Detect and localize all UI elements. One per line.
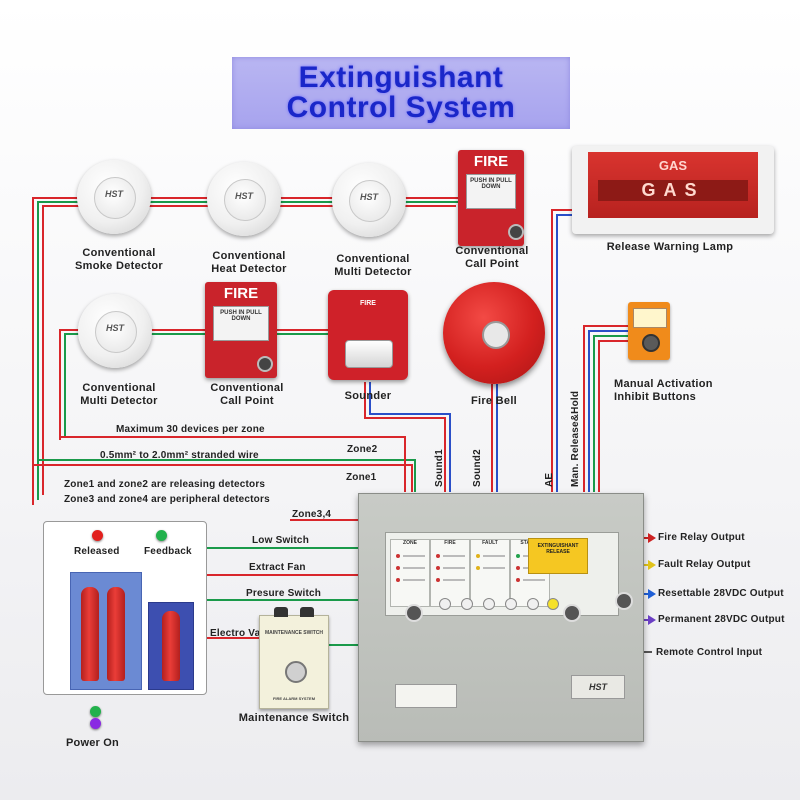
output-arrow-icon: [648, 589, 656, 599]
sounder-label: Sounder: [344, 390, 392, 402]
title-panel: Extinguishant Control System: [232, 57, 570, 129]
power-on-label: Power On: [66, 737, 119, 749]
maintenance-key-switch[interactable]: [285, 661, 307, 683]
key-icon: [257, 356, 273, 372]
sounder-face-text: FIRE: [360, 300, 376, 307]
note-cable: 0.5mm² to 2.0mm² stranded wire: [100, 450, 259, 461]
panel-key-right-icon[interactable]: [563, 604, 581, 622]
power-led-green: [90, 706, 101, 717]
model-plate: [395, 684, 457, 708]
maintenance-switch-label: Maintenance Switch: [238, 712, 350, 724]
wire-label-sound1: Sound1: [434, 449, 445, 487]
output-arrow-icon: [648, 533, 656, 543]
fire-bell-label: Fire Bell: [470, 395, 518, 407]
lamp-text-top: GAS: [658, 158, 688, 173]
wire-label-sound2: Sound2: [472, 449, 483, 487]
multi-detector-bottom: HST: [78, 294, 152, 368]
inhibit-button[interactable]: [642, 334, 660, 352]
release-lamp-label: Release Warning Lamp: [606, 241, 734, 253]
power-led-purple: [90, 718, 101, 729]
input-remote-control: Remote Control Input: [656, 647, 763, 658]
title-line-1: Extinguishant: [298, 61, 504, 94]
panel-button-1[interactable]: [439, 598, 451, 610]
call-point-bottom: FIRE PUSH IN PULL DOWN: [205, 282, 277, 378]
output-arrow-icon: [648, 560, 656, 570]
wire-label-man-release: Man. Release&Hold: [570, 390, 581, 487]
wire-label-electro-valve: Electro Valve: [210, 628, 275, 639]
key-icon: [508, 224, 524, 240]
detector-brand: HST: [105, 189, 123, 199]
control-panel: ZONE FIRE FAULT STATUS EXTINGUISHANT REL…: [358, 493, 644, 742]
panel-key-left-icon[interactable]: [405, 604, 423, 622]
detector-brand: HST: [235, 191, 253, 201]
output-permanent: Permanent 28VDC Output: [658, 614, 785, 625]
lamp-text-main: GAS: [598, 180, 748, 201]
cylinder-rack: [70, 572, 142, 690]
control-panel-front: ZONE FIRE FAULT STATUS: [385, 532, 619, 616]
panel-button-2[interactable]: [461, 598, 473, 610]
maint-plate-top: MAINTENANCE SWITCH: [264, 630, 324, 636]
panel-button-5[interactable]: [527, 598, 539, 610]
released-label: Released: [74, 546, 120, 557]
fire-bell: [443, 282, 545, 384]
output-fault-relay: Fault Relay Output: [658, 559, 751, 570]
call-point-fire-text: FIRE: [223, 285, 259, 302]
call-point-glass: PUSH IN PULL DOWN: [466, 174, 516, 209]
released-led: [92, 530, 103, 541]
maintenance-switch-box: MAINTENANCE SWITCH FIRE ALARM SYSTEM: [259, 607, 329, 709]
smoke-detector: HST: [77, 160, 151, 234]
title-line-2: Control System: [286, 91, 516, 124]
call-point-fire-text: FIRE: [473, 153, 509, 170]
output-resettable: Resettable 28VDC Output: [658, 588, 784, 599]
sounder: FIRE: [328, 290, 408, 380]
panel-button-6[interactable]: [547, 598, 559, 610]
multi-detector-top: HST: [332, 163, 406, 237]
panel-button-3[interactable]: [483, 598, 495, 610]
strobe-lens: [345, 340, 393, 368]
output-arrow-icon: [648, 615, 656, 625]
panel-button-4[interactable]: [505, 598, 517, 610]
maint-plate-bottom: FIRE ALARM SYSTEM: [272, 696, 316, 701]
wire-label-extract-fan: Extract Fan: [249, 562, 306, 573]
output-fire-relay: Fire Relay Output: [658, 532, 745, 543]
note-zone1: Zone1 and zone2 are releasing detectors: [64, 479, 266, 490]
detector-brand: HST: [106, 323, 124, 333]
panel-key-side-icon[interactable]: [615, 592, 633, 610]
feedback-led: [156, 530, 167, 541]
call-point-top: FIRE PUSH IN PULL DOWN: [458, 150, 524, 246]
cylinder-rack-small: [148, 602, 194, 690]
feedback-label: Feedback: [144, 546, 192, 557]
note-zone2: Zone3 and zone4 are peripheral detectors: [64, 494, 270, 505]
call-point-glass: PUSH IN PULL DOWN: [213, 306, 269, 341]
wire-label-zone2: Zone2: [347, 444, 378, 455]
wire-label-ae: AE: [544, 472, 555, 487]
heat-detector: HST: [207, 162, 281, 236]
brand-plate: HST: [571, 675, 625, 699]
release-warning-lamp: GAS GAS: [572, 146, 774, 234]
cylinder-panel: Released Feedback: [43, 521, 207, 695]
manual-inhibit-unit: [628, 302, 670, 360]
wire-label-low-switch: Low Switch: [252, 535, 309, 546]
wire-label-zone1: Zone1: [346, 472, 377, 483]
note-max-devices: Maximum 30 devices per zone: [116, 424, 265, 435]
extinguishant-release-sticker: EXTINGUISHANT RELEASE: [528, 538, 588, 574]
detector-brand: HST: [360, 192, 378, 202]
wire-label-pressure-switch: Presure Switch: [246, 588, 322, 599]
wire-label-zone34: Zone3,4: [292, 509, 332, 520]
